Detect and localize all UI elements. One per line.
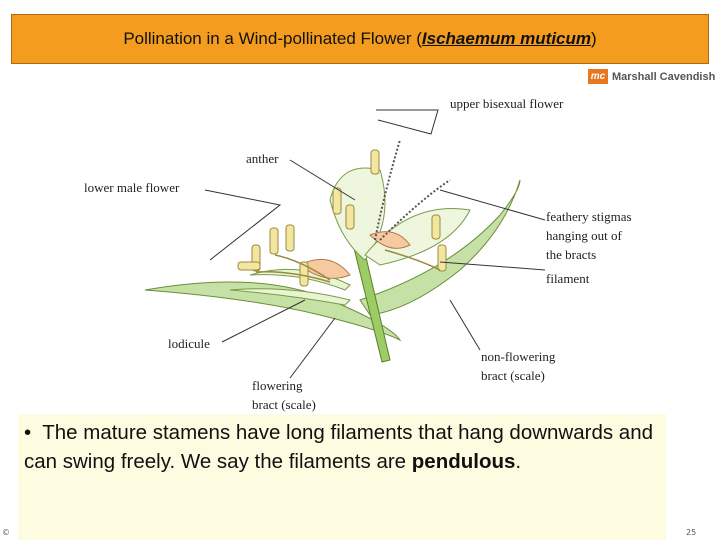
page-number: 25 — [686, 528, 696, 537]
note-text: The mature stamens have long filaments t… — [24, 421, 653, 473]
anther-upper-5 — [432, 215, 440, 239]
anther-lower-4 — [238, 262, 260, 270]
label-lower-male-flower: lower male flower — [84, 178, 179, 197]
label-flowering-1: flowering — [252, 376, 303, 395]
slide-title: Pollination in a Wind-pollinated Flower … — [11, 14, 709, 64]
label-anther: anther — [246, 149, 278, 168]
leader-lodicule — [222, 300, 305, 342]
leader-flowering — [290, 318, 335, 378]
note-end: . — [515, 450, 521, 473]
anther-lower-1 — [270, 228, 278, 254]
title-prefix: Pollination in a Wind-pollinated Flower … — [123, 29, 422, 49]
label-non-flowering-1: non-flowering — [481, 347, 555, 366]
note-bold-term: pendulous — [412, 450, 516, 473]
label-flowering-2: bract (scale) — [252, 395, 316, 414]
label-feathery-stigmas-1: feathery stigmas — [546, 207, 632, 226]
explanation-note: • The mature stamens have long filaments… — [18, 414, 666, 540]
leader-upper-bisexual — [376, 110, 438, 134]
footer-copyright: © — [2, 528, 10, 537]
anther-upper-2 — [333, 188, 341, 214]
title-suffix: ) — [591, 29, 597, 49]
label-upper-bisexual-flower: upper bisexual flower — [450, 94, 563, 113]
label-feathery-stigmas-2: hanging out of — [546, 226, 622, 245]
label-feathery-stigmas-3: the bracts — [546, 245, 596, 264]
label-lodicule: lodicule — [168, 334, 210, 353]
label-non-flowering-2: bract (scale) — [481, 366, 545, 385]
note-bullet: • — [24, 421, 31, 444]
anther-upper-1 — [371, 150, 379, 174]
anther-upper-4 — [438, 245, 446, 271]
anther-upper-3 — [346, 205, 354, 229]
label-filament: filament — [546, 269, 589, 288]
title-species: Ischaemum muticum — [422, 29, 591, 49]
leader-lower-male — [205, 190, 280, 260]
leader-non-flowering — [450, 300, 480, 350]
anther-lower-3 — [286, 225, 294, 251]
flower-diagram — [0, 80, 720, 420]
